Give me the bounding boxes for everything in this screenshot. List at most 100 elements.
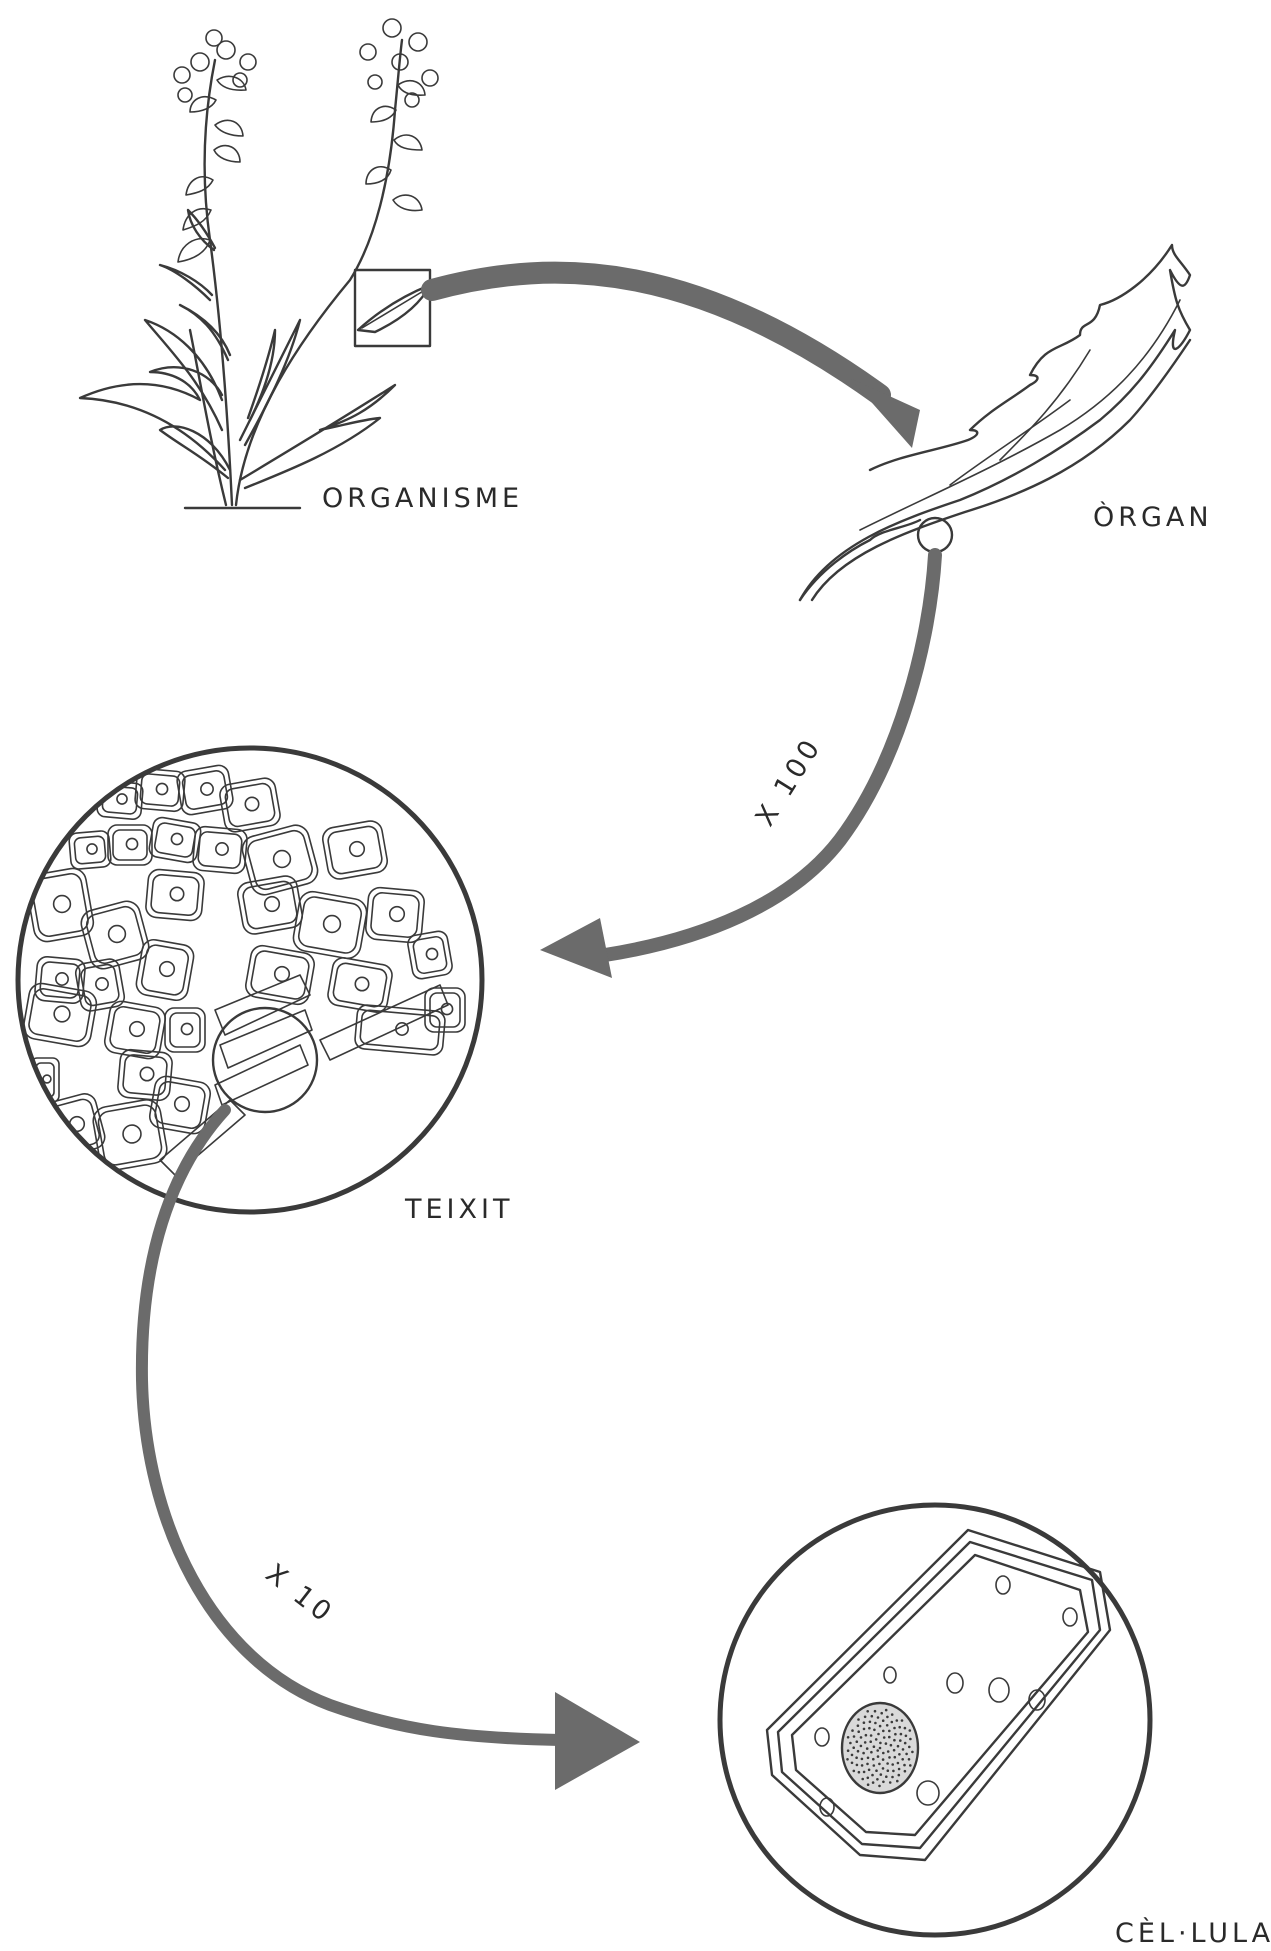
nucleus-stipple (888, 1756, 891, 1759)
nucleus-stipple (860, 1745, 863, 1748)
nucleus-stipple (847, 1749, 850, 1752)
plant-illustration (80, 19, 438, 508)
nucleus-stipple (882, 1781, 885, 1784)
nucleus-stipple (883, 1736, 886, 1739)
nucleus-stipple (873, 1745, 876, 1748)
nucleus-stipple (878, 1763, 881, 1766)
nucleus-stipple (885, 1709, 888, 1712)
nucleus-stipple (891, 1713, 894, 1716)
nucleus-stipple (852, 1746, 855, 1749)
nucleus-stipple (874, 1722, 877, 1725)
nucleus-stipple (885, 1742, 888, 1745)
nucleus-stipple (857, 1750, 860, 1753)
nucleus-stipple (890, 1744, 893, 1747)
nucleus-stipple (888, 1730, 891, 1733)
nucleus-stipple (879, 1742, 882, 1745)
nucleus-stipple (851, 1754, 854, 1757)
label-organism: ORGANISME (322, 483, 523, 514)
nucleus-stipple (880, 1712, 883, 1715)
nucleus-stipple (874, 1710, 877, 1713)
nucleus-stipple (855, 1756, 858, 1759)
nucleus-stipple (896, 1780, 899, 1783)
nucleus-stipple (885, 1775, 888, 1778)
nucleus-stipple (873, 1729, 876, 1732)
nucleus-stipple (875, 1738, 878, 1741)
nucleus-stipple (879, 1725, 882, 1728)
selection-box (355, 270, 430, 346)
nucleus-stipple (882, 1758, 885, 1761)
nucleus-stipple (903, 1764, 906, 1767)
cell-view (720, 1505, 1150, 1935)
arrow-organism-to-organ (432, 273, 920, 448)
nucleus-stipple (869, 1721, 872, 1724)
nucleus-stipple (891, 1776, 894, 1779)
nucleus-stipple (899, 1739, 902, 1742)
tissue-view (18, 748, 482, 1212)
nucleus-stipple (877, 1716, 880, 1719)
nucleus-stipple (866, 1747, 869, 1750)
nucleus-stipple (867, 1783, 870, 1786)
nucleus-stipple (857, 1718, 860, 1721)
nucleus-stipple (911, 1751, 914, 1754)
nucleus-stipple (877, 1733, 880, 1736)
nucleus-stipple (905, 1753, 908, 1756)
nucleus-stipple (856, 1764, 859, 1767)
nucleus-stipple (894, 1756, 897, 1759)
nucleus-stipple (886, 1724, 889, 1727)
nucleus-stipple (909, 1738, 912, 1741)
nucleus-stipple (877, 1755, 880, 1758)
nucleus-stipple (898, 1726, 901, 1729)
nucleus-stipple (857, 1724, 860, 1727)
label-organ: ÒRGAN (1093, 501, 1213, 533)
nucleus-stipple (886, 1716, 889, 1719)
nucleus-stipple (873, 1764, 876, 1767)
nucleus-stipple (863, 1721, 866, 1724)
nucleus-stipple (851, 1762, 854, 1765)
nucleus-stipple (898, 1753, 901, 1756)
nucleus-stipple (866, 1763, 869, 1766)
nucleus-stipple (866, 1710, 869, 1713)
nucleus-stipple (876, 1749, 879, 1752)
nucleus-stipple (872, 1758, 875, 1761)
nucleus-stipple (864, 1716, 867, 1719)
nucleus-stipple (887, 1750, 890, 1753)
nucleus-stipple (875, 1769, 878, 1772)
nucleus-stipple (862, 1752, 865, 1755)
nucleus-stipple (867, 1777, 870, 1780)
nucleus-stipple (853, 1735, 856, 1738)
nucleus-stipple (893, 1739, 896, 1742)
nucleus-stipple (889, 1781, 892, 1784)
nucleus-stipple (901, 1758, 904, 1761)
nucleus-stipple (886, 1762, 889, 1765)
label-magnification-x100: X 100 (750, 732, 829, 832)
nucleus-stipple (891, 1721, 894, 1724)
nucleus-stipple (908, 1758, 911, 1761)
nucleus-stipple (898, 1774, 901, 1777)
nucleus-stipple (892, 1770, 895, 1773)
nucleus-stipple (861, 1778, 864, 1781)
nucleus-stipple (882, 1730, 885, 1733)
nucleus-stipple (863, 1728, 866, 1731)
nucleus-stipple (857, 1730, 860, 1733)
nucleus-stipple (865, 1734, 868, 1737)
nucleus-stipple (909, 1729, 912, 1732)
nucleus-stipple (900, 1733, 903, 1736)
nucleus-stipple (905, 1735, 908, 1738)
nucleus-stipple (902, 1748, 905, 1751)
nucleus-stipple (879, 1747, 882, 1750)
nucleus-stipple (856, 1740, 859, 1743)
leaf-illustration (800, 245, 1190, 600)
nucleus-stipple (894, 1733, 897, 1736)
nucleus-stipple (870, 1734, 873, 1737)
nucleus-stipple (861, 1764, 864, 1767)
nucleus-stipple (870, 1751, 873, 1754)
label-tissue: TEIXIT (404, 1194, 513, 1225)
nucleus-stipple (882, 1719, 885, 1722)
arrow-organ-to-tissue (540, 555, 935, 978)
nucleus-stipple (904, 1742, 907, 1745)
nucleus-stipple (882, 1767, 885, 1770)
nucleus-stipple (849, 1742, 852, 1745)
nucleus-stipple (868, 1769, 871, 1772)
nucleus-stipple (861, 1758, 864, 1761)
